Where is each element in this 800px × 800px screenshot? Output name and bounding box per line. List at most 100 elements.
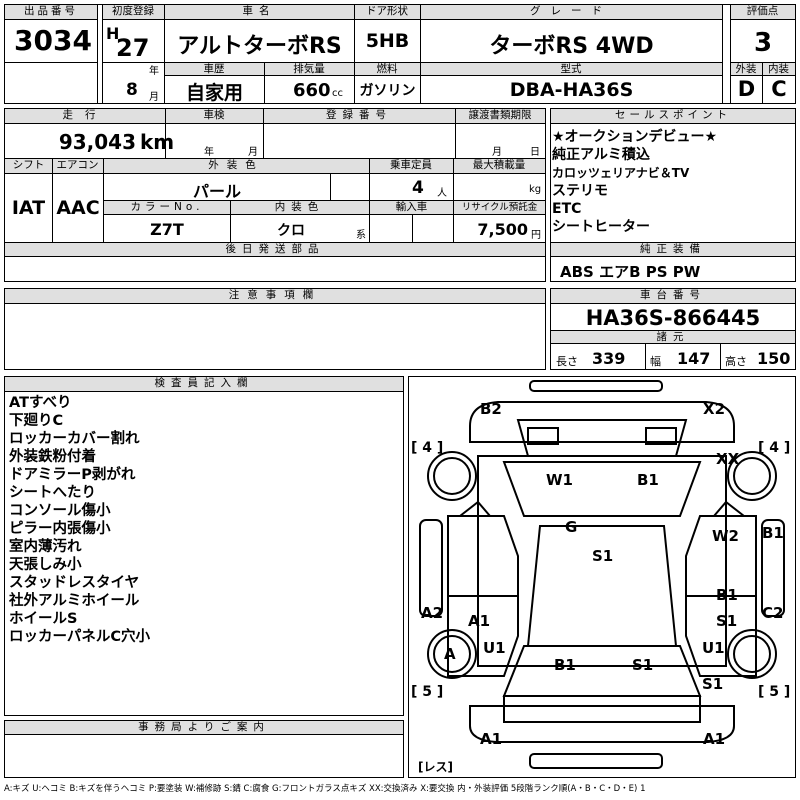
damage-a1-bottom-left: A1 <box>480 730 503 748</box>
model-code-header: 型式 <box>420 62 722 76</box>
damage-s1-rdoor: S1 <box>716 612 738 630</box>
inspector-note: 室内薄汚れ <box>9 539 82 555</box>
width-value: 147 <box>677 349 711 368</box>
color-no-header: カラーNo. <box>104 201 230 215</box>
fuel-header: 燃料 <box>354 62 420 76</box>
inspector-note: ロッカーパネルC穴小 <box>9 629 150 645</box>
mileage-value: 93,043 <box>58 130 136 154</box>
door-header: ドア形状 <box>354 5 420 20</box>
damage-b1-right: B1 <box>762 524 784 542</box>
year-unit: 年 <box>149 66 159 77</box>
chassis-block <box>550 288 796 370</box>
sales-point-list: ★オークションデビュー★ 純正アルミ積込 カロッツェリアナビ＆TV ステリモ E… <box>552 128 794 236</box>
sales-point-item: シートヒーター <box>552 219 650 235</box>
first-reg-month: 8 <box>126 80 138 100</box>
car-name-value: アルトターボRS <box>177 34 342 59</box>
history-header: 車歴 <box>164 62 264 76</box>
office-header: 事務局よりご案内 <box>5 721 403 735</box>
int-color-header: 内装色 <box>230 201 369 215</box>
vehicle-detail-block <box>4 108 546 282</box>
damage-c2: C2 <box>762 604 784 622</box>
damage-u1-right: U1 <box>702 639 725 657</box>
aircon-value: AAC <box>56 197 100 219</box>
inspector-note: 下廻りC <box>9 413 64 429</box>
inspector-note: スタッドレスタイヤ <box>9 575 140 591</box>
score-value: 3 <box>753 28 773 58</box>
length-value: 339 <box>592 349 626 368</box>
damage-a1-bottom-right: A1 <box>703 730 726 748</box>
dims-header: 諸元 <box>551 330 795 344</box>
lot-no-header: 出品番号 <box>5 5 97 20</box>
km-unit: km <box>140 130 175 154</box>
model-code-value: DBA-HA36S <box>509 79 634 101</box>
inspector-note: コンソール傷小 <box>9 503 111 519</box>
later-parts-header: 後日発送部品 <box>5 243 545 257</box>
damage-w1: W1 <box>546 471 573 489</box>
height-value: 150 <box>757 349 791 368</box>
damage-b1-rear: B1 <box>554 656 576 674</box>
width-label: 幅 <box>650 355 661 368</box>
sales-point-item: 純正アルミ積込 <box>552 147 650 163</box>
sales-point-item: ★オークションデビュー★ <box>552 129 718 145</box>
damage-b2: B2 <box>480 400 502 418</box>
damage-s1-rear-right: S1 <box>702 675 724 693</box>
mileage-header: 走行 <box>5 109 165 124</box>
color-no-value: Z7T <box>150 220 184 239</box>
import-header: 輸入車 <box>370 201 453 215</box>
inspector-note: ホイールS <box>9 611 78 627</box>
grade-header: グレード <box>420 5 722 20</box>
inspection-month-unit: 月 <box>248 147 258 158</box>
damage-x2: X2 <box>703 400 726 418</box>
yen-unit: 円 <box>531 230 541 241</box>
grade-value: ターボRS 4WD <box>489 34 654 59</box>
length-label: 長さ <box>556 355 578 368</box>
era-letter: H <box>106 24 120 43</box>
tire-rear-right: [ 5 ] <box>758 684 791 700</box>
inspector-block <box>4 376 404 716</box>
sales-point-block <box>550 108 796 282</box>
ext-color-value: パール <box>192 182 241 201</box>
car-body-diagram <box>419 380 785 769</box>
lot-number: 3034 <box>14 24 92 57</box>
max-load-header: 最大積載量 <box>453 159 545 174</box>
spare-tire-label: [レス] <box>418 760 453 774</box>
displacement-value: 660 <box>293 80 331 101</box>
damage-b1-rdoor: B1 <box>716 586 738 604</box>
genuine-equipment-value: ABS エアB PS PW <box>560 263 701 281</box>
interior-header: 内装 <box>762 62 795 76</box>
genuine-header: 純正装備 <box>551 243 795 257</box>
inspector-note: 天張しみ小 <box>9 557 82 573</box>
inspector-note: 外装鉄粉付着 <box>9 449 96 465</box>
inspection-header: 車検 <box>165 109 263 124</box>
inspector-note: ロッカーカバー割れ <box>9 431 140 447</box>
score-header: 評価点 <box>730 5 795 20</box>
ext-color-header: 外装色 <box>103 159 369 174</box>
door-value: 5HB <box>365 30 410 52</box>
shift-value: IAT <box>11 197 46 219</box>
capacity-value: 4 <box>412 178 424 198</box>
damage-a-wheel: A <box>444 645 456 663</box>
exterior-header: 外装 <box>730 62 762 76</box>
inspection-year-unit: 年 <box>204 147 214 158</box>
sales-point-item: カロッツェリアナビ＆TV <box>552 166 690 180</box>
transfer-header: 譲渡書類期限 <box>455 109 545 124</box>
first-reg-year: 27 <box>116 34 150 62</box>
damage-g: G <box>565 518 578 536</box>
inspector-note: 社外アルミホイール <box>9 593 140 609</box>
displacement-header: 排気量 <box>264 62 354 76</box>
aircon-header: エアコン <box>52 159 103 174</box>
sales-point-item: ETC <box>552 201 582 217</box>
damage-a1-left: A1 <box>468 612 491 630</box>
damage-s1-rear: S1 <box>632 656 654 674</box>
inspector-notes: ATすべり 下廻りC ロッカーカバー割れ 外装鉄粉付着 ドアミラーP剥がれ シー… <box>9 394 399 646</box>
inspector-note: ドアミラーP剥がれ <box>9 467 136 483</box>
chassis-number: HA36S-866445 <box>585 306 761 330</box>
fuel-value: ガソリン <box>359 83 416 99</box>
sales-point-header: セールスポイント <box>551 109 795 124</box>
tire-front-left: [ 4 ] <box>411 440 444 456</box>
car-diagram-block <box>408 376 796 778</box>
damage-b1-roof: B1 <box>637 471 659 489</box>
car-name-header: 車名 <box>164 5 354 20</box>
recycle-header: リサイクル預託金 <box>454 201 545 215</box>
interior-score: C <box>771 77 787 101</box>
